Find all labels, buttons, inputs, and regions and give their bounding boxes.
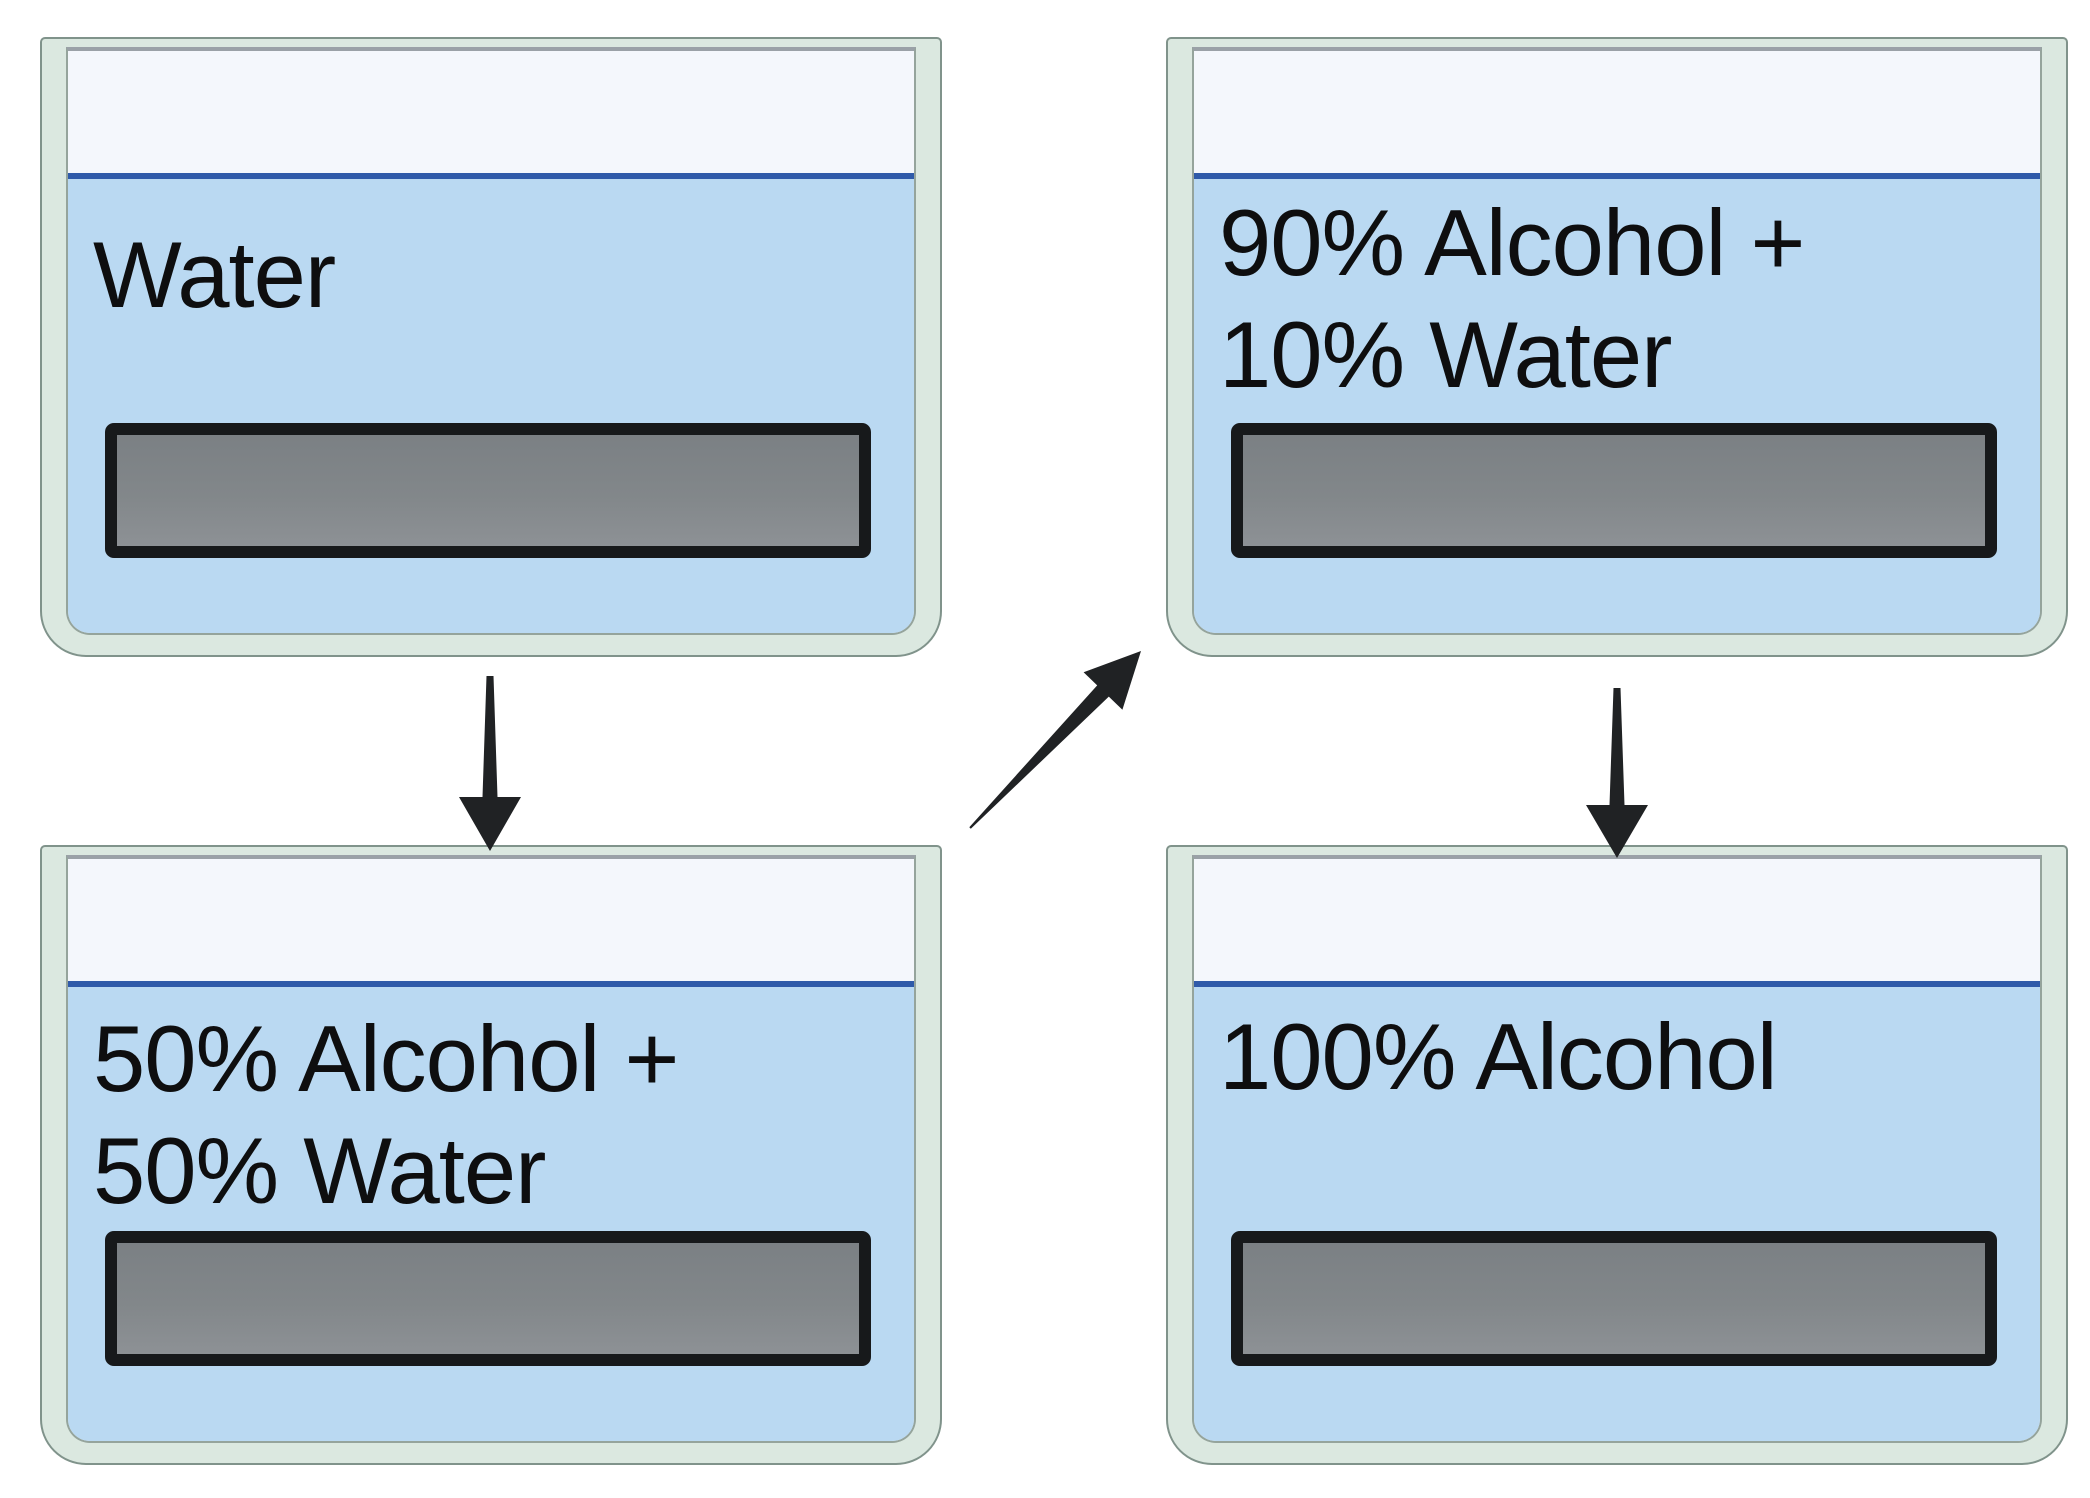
arrow-down-90-to-100-icon <box>1586 688 1648 858</box>
tray-90-alcohol-label: 90% Alcohol + 10% Water <box>1219 187 2034 411</box>
tray-water-cavity: Water <box>66 47 916 635</box>
tray-100-alcohol-cavity: 100% Alcohol <box>1192 855 2042 1443</box>
tray-90-alcohol-label-line2: 10% Water <box>1219 302 1672 407</box>
tray-water-label: Water <box>93 219 908 331</box>
tray-50-alcohol-label-line2: 50% Water <box>93 1118 546 1223</box>
tray-100-alcohol-label-line1: 100% Alcohol <box>1219 1004 1778 1109</box>
tray-90-alcohol-cavity: 90% Alcohol + 10% Water <box>1192 47 2042 635</box>
tray-100-alcohol-label: 100% Alcohol <box>1219 1001 2034 1113</box>
tray-100-alcohol: 100% Alcohol <box>1166 845 2068 1465</box>
tray-90-alcohol-specimen-slab <box>1231 423 1997 558</box>
arrow-diagonal-50-to-90-icon <box>969 651 1141 829</box>
tray-50-alcohol-label: 50% Alcohol + 50% Water <box>93 1003 908 1227</box>
tray-50-alcohol: 50% Alcohol + 50% Water <box>40 845 942 1465</box>
tray-100-alcohol-specimen-slab <box>1231 1231 1997 1366</box>
tray-50-alcohol-specimen-slab <box>105 1231 871 1366</box>
tray-90-alcohol-label-line1: 90% Alcohol + <box>1219 190 1805 295</box>
tray-50-alcohol-label-line1: 50% Alcohol + <box>93 1006 679 1111</box>
tray-water: Water <box>40 37 942 657</box>
tray-90-alcohol: 90% Alcohol + 10% Water <box>1166 37 2068 657</box>
tray-50-alcohol-cavity: 50% Alcohol + 50% Water <box>66 855 916 1443</box>
tray-water-label-line1: Water <box>93 222 336 327</box>
tray-water-specimen-slab <box>105 423 871 558</box>
arrow-down-water-to-50-icon <box>459 676 521 851</box>
